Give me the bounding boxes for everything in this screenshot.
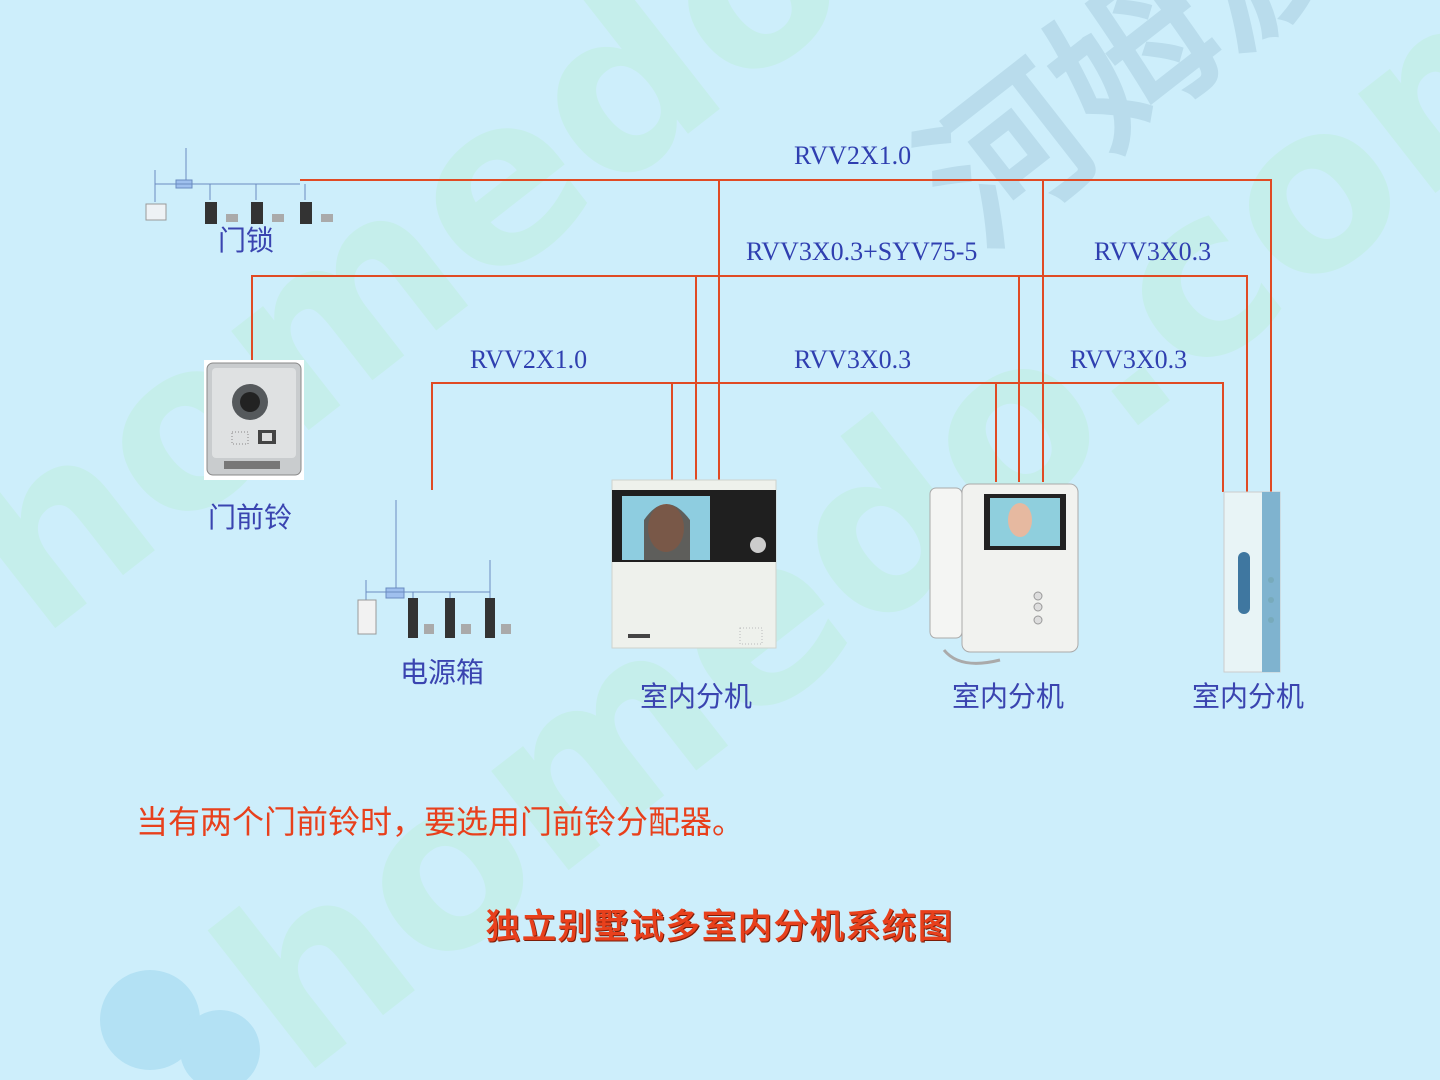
wire-label-top: RVV2X1.0 bbox=[794, 141, 912, 170]
indoor-unit-1-label: 室内分机 bbox=[640, 682, 753, 713]
wire-label-lower-left: RVV2X1.0 bbox=[470, 345, 588, 374]
door-lock-schematic bbox=[145, 148, 333, 224]
indoor-unit-2-label: 室内分机 bbox=[952, 682, 1065, 713]
wire-label-middle-left: RVV3X0.3+SYV75-5 bbox=[746, 237, 978, 266]
wire-label-middle-right: RVV3X0.3 bbox=[1094, 237, 1212, 266]
wire-rvv3x03-syv bbox=[251, 275, 1248, 492]
wire-label-lower-right: RVV3X0.3 bbox=[1070, 345, 1188, 374]
door-bell-device bbox=[204, 360, 304, 480]
door-bell-label: 门前铃 bbox=[208, 503, 293, 534]
indoor-unit-1-device bbox=[611, 479, 777, 649]
wire-rvv-lower bbox=[431, 382, 1224, 492]
door-lock-label: 门锁 bbox=[218, 226, 275, 257]
wiring bbox=[251, 179, 1272, 492]
note-text: 当有两个门前铃时，要选用门前铃分配器。 bbox=[136, 804, 745, 840]
wire-rvv2x1-top bbox=[300, 179, 1272, 492]
indoor-unit-3-device bbox=[1223, 491, 1281, 673]
power-box-schematic bbox=[357, 500, 511, 638]
power-box-label: 电源箱 bbox=[400, 658, 485, 689]
indoor-unit-2-device bbox=[929, 483, 1079, 665]
diagram-title: 独立别墅试多室内分机系统图 bbox=[486, 907, 954, 947]
indoor-unit-3-label: 室内分机 bbox=[1192, 682, 1305, 713]
wire-label-lower-mid: RVV3X0.3 bbox=[794, 345, 912, 374]
